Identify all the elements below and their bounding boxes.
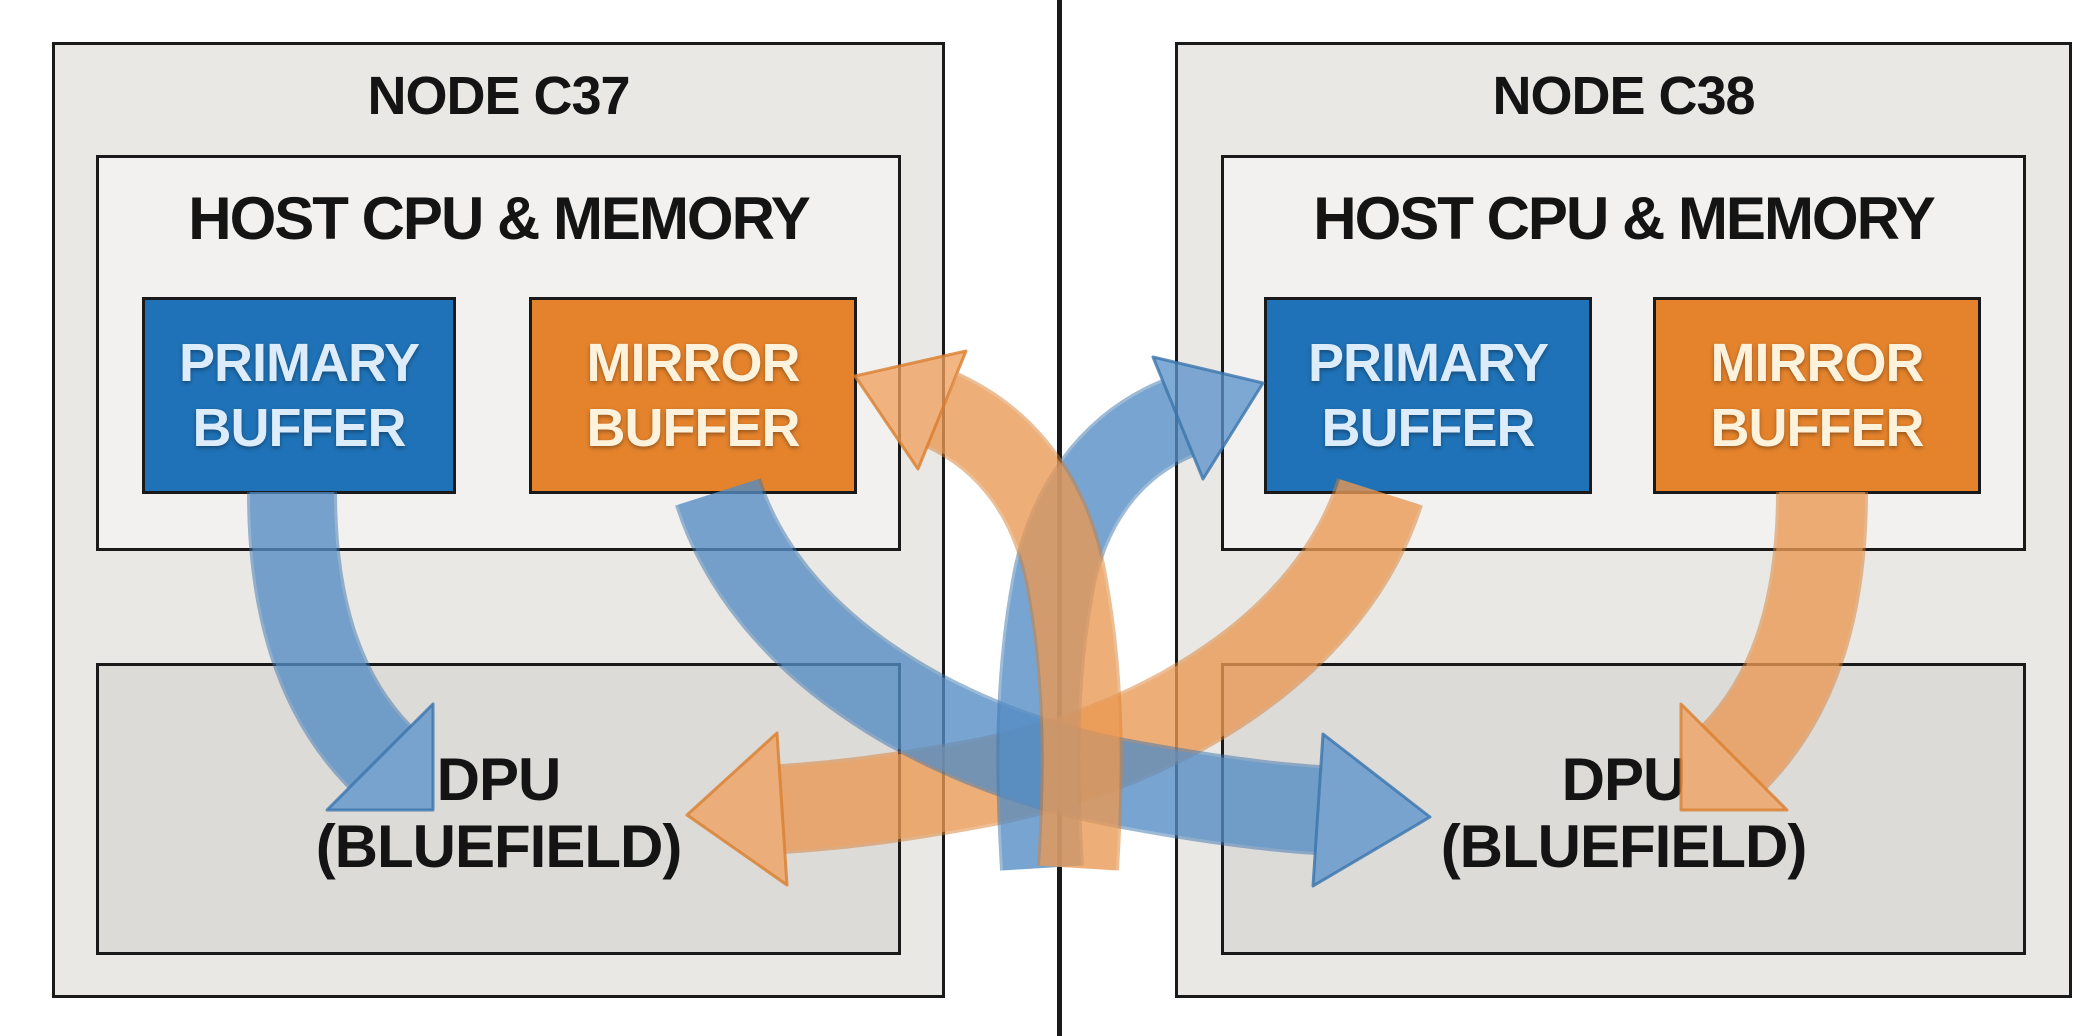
c37-mirror-buffer-label-line1: MIRROR — [586, 332, 801, 393]
c38-dpu-label-line1: DPU — [1561, 745, 1687, 813]
c37-mirror-buffer-label-line2: BUFFER — [586, 397, 801, 458]
c37-dpu-label-line1: DPU — [436, 745, 562, 813]
node-c38-box: NODE C38 HOST CPU & MEMORY PRIMARY BUFFE… — [1175, 42, 2072, 998]
c37-host-cpu-memory-box: HOST CPU & MEMORY PRIMARY BUFFER MIRROR … — [96, 155, 901, 551]
c38-mirror-buffer-box: MIRROR BUFFER — [1653, 297, 1981, 494]
c37-primary-buffer-box: PRIMARY BUFFER — [142, 297, 456, 494]
c37-dpu-box: DPU (BLUEFIELD) — [96, 663, 901, 955]
c38-dpu-label-line2: (BLUEFIELD) — [1440, 813, 1808, 880]
c37-primary-buffer-label-line1: PRIMARY — [178, 332, 420, 393]
node-c37-box: NODE C37 HOST CPU & MEMORY PRIMARY BUFFE… — [52, 42, 945, 998]
c38-dpu-box: DPU (BLUEFIELD) — [1221, 663, 2026, 955]
node-divider-line — [1057, 0, 1062, 1036]
c37-primary-buffer-label-line2: BUFFER — [192, 397, 407, 458]
c38-mirror-buffer-label-line1: MIRROR — [1710, 332, 1925, 393]
c38-host-cpu-memory-box: HOST CPU & MEMORY PRIMARY BUFFER MIRROR … — [1221, 155, 2026, 551]
c37-host-label: HOST CPU & MEMORY — [188, 185, 810, 252]
c38-primary-buffer-box: PRIMARY BUFFER — [1264, 297, 1592, 494]
c37-mirror-buffer-box: MIRROR BUFFER — [529, 297, 857, 494]
c38-primary-buffer-label-line1: PRIMARY — [1307, 332, 1549, 393]
node-c37-title: NODE C37 — [367, 66, 630, 126]
c38-host-label: HOST CPU & MEMORY — [1313, 185, 1935, 252]
c37-dpu-label-line2: (BLUEFIELD) — [315, 813, 683, 880]
c38-mirror-buffer-label-line2: BUFFER — [1710, 397, 1925, 458]
c38-primary-buffer-label-line2: BUFFER — [1321, 397, 1536, 458]
node-c38-title: NODE C38 — [1492, 66, 1755, 126]
